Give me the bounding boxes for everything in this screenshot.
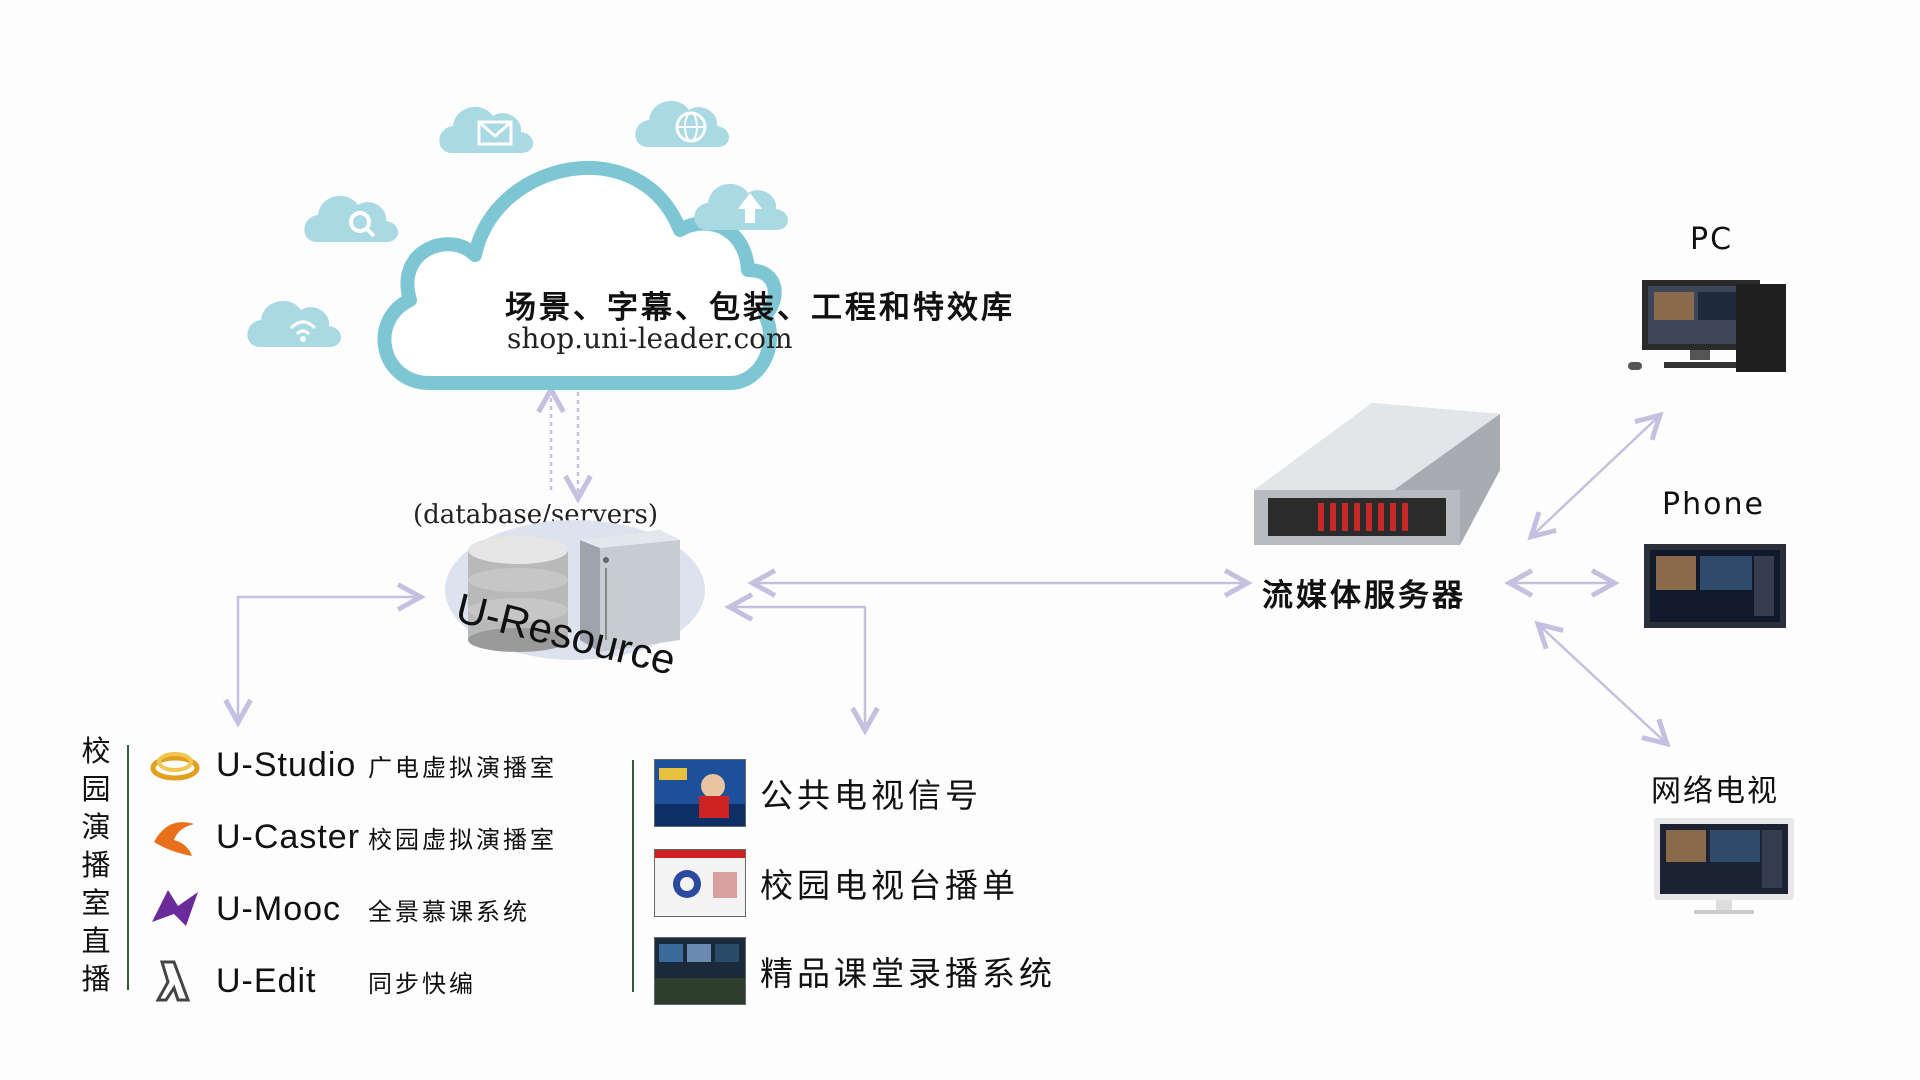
signals-resource-arrow (732, 607, 865, 728)
classroom-recording-thumbnail (654, 937, 746, 1005)
phone-screen-icon (1644, 544, 1786, 628)
tv-monitor-icon (1654, 818, 1794, 914)
product-u-caster: U-Caster 校园虚拟演播室 (148, 809, 554, 865)
database-icon (468, 536, 568, 652)
title-char: 校 (81, 734, 111, 768)
title-char: 园 (81, 772, 111, 806)
signal-public-tv: 公共电视信号 (654, 757, 982, 829)
signal-label: 校园电视台播单 (760, 866, 1019, 905)
product-u-mooc: U-Mooc 全景慕课系统 (148, 881, 527, 937)
product-desc: 同步快编 (368, 969, 476, 998)
product-u-edit: U-Edit 同步快编 (148, 953, 473, 1009)
signal-campus-tv: 校园电视台播单 (654, 847, 1019, 919)
product-name: U-Mooc (216, 889, 342, 928)
client-label-pc: PC (1690, 222, 1734, 257)
cloud-title: 场景、字幕、包装、工程和特效库 (505, 290, 1015, 326)
product-desc: 校园虚拟演播室 (368, 825, 557, 854)
signals-divider (632, 760, 634, 992)
u-edit-logo-icon (155, 960, 191, 1002)
upload-icon (694, 183, 788, 230)
product-name: U-Studio (216, 745, 357, 784)
server-tower-icon (580, 530, 680, 652)
server-pc-arrow (1533, 417, 1658, 535)
main-cloud-icon (377, 160, 782, 390)
product-u-studio: U-Studio 广电虚拟演播室 (148, 737, 554, 793)
globe-icon (635, 100, 729, 147)
product-name: U-Caster (216, 817, 361, 856)
title-char: 室 (81, 886, 111, 920)
signal-classroom-recording: 精品课堂录播系统 (654, 935, 1056, 1007)
u-mooc-logo-icon (152, 890, 198, 926)
client-label-phone: Phone (1662, 487, 1765, 522)
studio-divider (127, 745, 129, 990)
server-tv-arrow (1540, 626, 1665, 742)
product-desc: 全景慕课系统 (368, 897, 530, 926)
title-char: 播 (81, 848, 111, 882)
product-desc: 广电虚拟演播室 (368, 753, 557, 782)
news-broadcast-thumbnail (654, 759, 746, 827)
title-char: 直 (81, 924, 111, 958)
u-caster-logo-icon (154, 822, 194, 856)
cloud-url: shop.uni-leader.com (507, 322, 793, 355)
live-studio-title: 校 园 演 播 室 直 播 (76, 732, 116, 998)
wifi-icon (247, 300, 341, 347)
title-char: 演 (81, 810, 111, 844)
streaming-server-label: 流媒体服务器 (1262, 578, 1466, 614)
product-name: U-Edit (216, 961, 317, 1000)
u-studio-logo-icon (150, 752, 200, 781)
client-label-tv: 网络电视 (1651, 774, 1779, 809)
studio-resource-arrow (238, 597, 418, 720)
signal-label: 公共电视信号 (760, 776, 982, 815)
search-icon (304, 195, 398, 242)
mail-icon (439, 106, 533, 153)
desktop-pc-icon (1628, 280, 1786, 372)
campus-tv-thumbnail (654, 849, 746, 917)
signal-label: 精品课堂录播系统 (760, 954, 1056, 993)
title-char: 播 (81, 962, 111, 996)
